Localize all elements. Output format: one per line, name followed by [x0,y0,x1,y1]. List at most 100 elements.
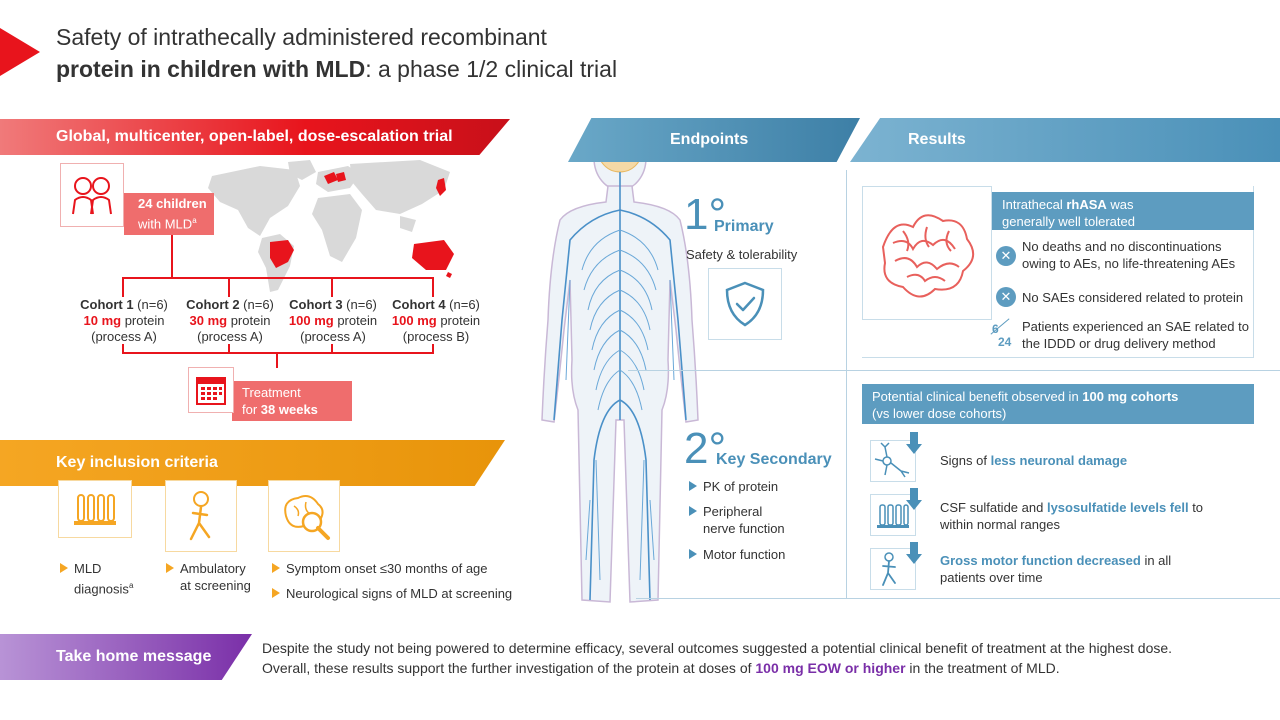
tree-line-c1 [122,277,124,297]
b2-highlight: lysosulfatide levels fell [1046,500,1189,515]
inclusion-item3-text: Symptom onset ≤30 months of age [286,561,488,576]
tree-line-top [122,277,434,279]
secondary-item-nerve: Peripheral nerve function [689,503,785,537]
inclusion-item-neuro: Neurological signs of MLD at screening [272,585,513,602]
benefit-motor: Gross motor function decreased in all pa… [940,552,1171,586]
tree-line-c4 [432,277,434,297]
box2-head-line2: (vs lower dose cohorts) [872,406,1007,421]
test-tubes-icon-graphic [74,494,116,525]
title-bold-part: protein in children with MLD [56,56,366,82]
down-arrow-icon [906,542,922,566]
calendar-icon-graphic [196,377,226,405]
row3-line2: the IDDD or drug delivery method [1022,336,1216,351]
take-home-message: Despite the study not being powered to d… [262,638,1262,678]
inclusion-item-ambulatory: Ambulatory at screening [166,560,251,594]
cohort-2-process: (process A) [197,329,263,344]
primary-label: Primary [714,218,774,235]
page-title-line2: protein in children with MLD: a phase 1/… [56,56,617,83]
world-map [200,158,462,298]
calendar-icon [188,367,234,413]
title-rest-part: : a phase 1/2 clinical trial [365,56,618,82]
page-title-line1: Safety of intrathecally administered rec… [56,24,547,50]
bullet-arrow-icon [689,481,697,491]
take-home-line2-post: in the treatment of MLD. [905,660,1060,676]
cohort-3: Cohort 3 (n=6) 100 mg protein (process A… [281,297,385,345]
cohort-1-name: Cohort 1 [80,297,134,312]
row1-line2: owing to AEs, no life-threatening AEs [1022,256,1236,271]
tree-line-b2 [228,344,230,354]
test-tubes-icon [58,480,132,538]
protein-structure-graphic [881,214,974,298]
inclusion-item4-text: Neurological signs of MLD at screening [286,586,513,601]
secondary-item-nerve-line1: Peripheral [703,504,763,519]
results-box1-header: Intrathecal rhASA was generally well tol… [992,192,1254,230]
cohort-3-name: Cohort 3 [289,297,343,312]
b2-pre: CSF sulfatide and [940,500,1047,515]
cohort-3-process: (process A) [300,329,366,344]
shield-check-icon-graphic [725,281,765,327]
cohort-3-dose: 100 mg [288,313,334,328]
results-banner: Results [850,118,1280,162]
cohort-4-process: (process B) [402,329,470,344]
endpoints-banner: Endpoints [568,118,860,162]
b1-pre: Signs of [940,453,991,468]
benefit-neuronal: Signs of less neuronal damage [940,452,1127,469]
bullet-arrow-icon [272,588,280,598]
box1-head-line2: generally well tolerated [1002,214,1135,229]
b3-post: in all [1140,553,1172,568]
tree-line-c2 [228,277,230,297]
bottom-divider [636,598,1280,599]
cohort-4-dose-rest: protein [436,313,481,328]
secondary-item-motor: Motor function [689,546,785,563]
tree-line-b1 [122,344,124,354]
inclusion-item1-line2: diagnosis [74,581,129,597]
b2-line2: within normal ranges [940,517,1060,532]
secondary-item-pk: PK of protein [689,478,778,495]
children-icon-graphic [72,177,112,215]
cohort-2-name: Cohort 2 [186,297,240,312]
bullet-arrow-icon [272,563,280,573]
cohort-4-n: (n=6) [445,297,480,312]
box1-head-post: was [1106,197,1134,212]
secondary-label: Key Secondary [716,451,832,468]
b3-highlight: Gross motor function decreased [940,553,1141,568]
brain-magnifier-icon-graphic [284,495,330,540]
walking-person-icon [870,548,916,590]
tree-line-b3 [331,344,333,354]
walking-child-icon-graphic [189,491,211,541]
box1-head-pre: Intrathecal [1002,197,1067,212]
bullet-arrow-icon [689,506,697,516]
row1-line1: No deaths and no discontinuations [1022,239,1222,254]
b3-line2: patients over time [940,570,1043,585]
inclusion-item2-line1: Ambulatory [180,561,246,576]
bullet-arrow-icon [166,563,174,573]
title-arrow-icon [0,28,40,76]
secondary-item-nerve-line2: nerve function [703,521,785,536]
bullet-arrow-icon [60,563,68,573]
neuron-icon-graphic [874,442,910,478]
tree-line-c3 [331,277,333,297]
cohort-3-dose-rest: protein [333,313,378,328]
cohort-1: Cohort 1 (n=6) 10 mg protein (process A) [72,297,176,345]
inclusion-banner: Key inclusion criteria [0,440,505,486]
cohort-2-dose-rest: protein [227,313,271,328]
walking-person-graphic [882,552,896,586]
benefit-sulfatide: CSF sulfatide and lysosulfatide levels f… [940,499,1203,533]
human-figure-graphic [541,125,699,603]
tree-line-b4 [432,344,434,354]
cohort-1-dose: 10 mg [83,313,122,328]
x-circle-icon: ✕ [996,287,1016,307]
tree-line-to-treatment [276,352,278,368]
inclusion-item1-line1: MLD [74,561,102,576]
take-home-line2-highlight: 100 mg EOW or higher [755,660,906,676]
results-box2-header: Potential clinical benefit observed in 1… [862,384,1254,424]
box1-head-bold: rhASA [1066,197,1107,212]
trial-banner: Global, multicenter, open-label, dose-es… [0,119,510,155]
down-arrow-icon [906,488,922,512]
cohort-4: Cohort 4 (n=6) 100 mg protein (process B… [384,297,488,345]
take-home-banner-label: Take home message [56,648,212,665]
cohort-1-dose-rest: protein [121,313,165,328]
bullet-arrow-icon [689,549,697,559]
world-map-graphic [208,160,454,292]
treatment-for: for [242,402,261,417]
